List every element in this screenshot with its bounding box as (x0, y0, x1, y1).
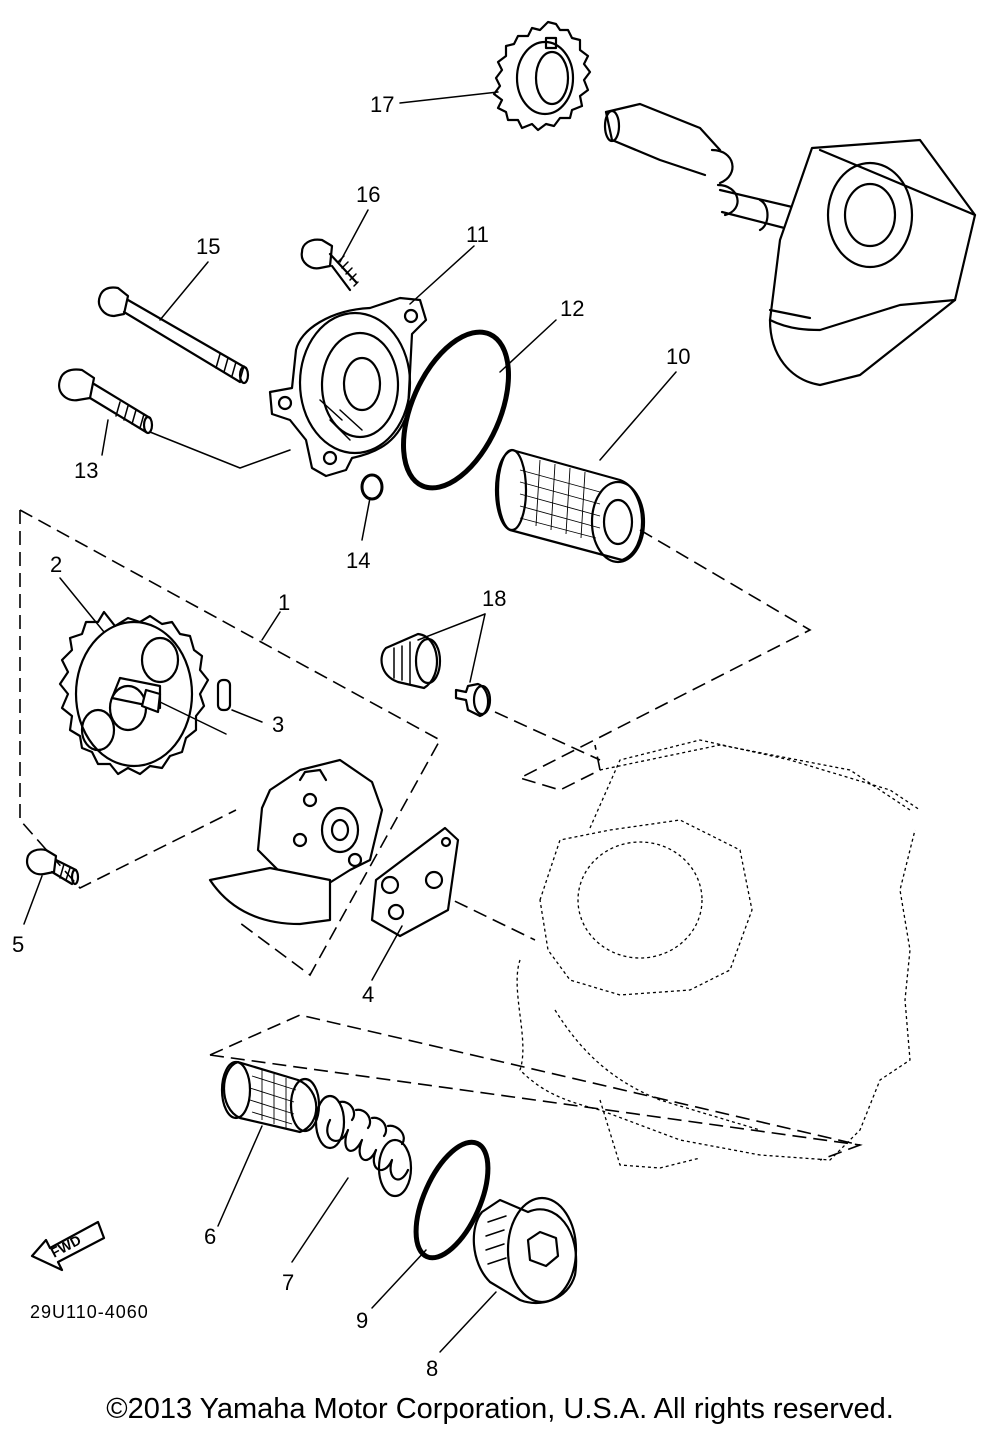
part-label-12: 12 (560, 296, 584, 321)
crankshaft-drawing (603, 102, 977, 387)
part-label-8: 8 (426, 1356, 438, 1381)
part-label-5: 5 (12, 932, 24, 957)
bolt-15 (97, 286, 250, 385)
spring-7 (314, 1094, 413, 1198)
part-label-14: 14 (346, 548, 370, 573)
o-ring-12 (401, 329, 511, 491)
part-label-13: 13 (74, 458, 98, 483)
part-label-18: 18 (482, 586, 506, 611)
part-label-17: 17 (370, 92, 394, 117)
reference-lines (19, 431, 863, 1161)
leader-lines (23, 91, 677, 1353)
fwd-arrow: FWD (30, 1220, 106, 1272)
oil-filter-element-10 (495, 448, 646, 564)
pin-3 (216, 678, 232, 712)
pump-body (208, 758, 384, 926)
o-ring-9 (413, 1139, 491, 1261)
part-label-16: 16 (356, 182, 380, 207)
bolt-16 (300, 238, 359, 292)
strainer-6 (220, 1060, 321, 1134)
pump-gear-2 (58, 610, 210, 776)
part-label-1: 1 (278, 590, 290, 615)
part-label-2: 2 (50, 552, 62, 577)
part-label-6: 6 (204, 1224, 216, 1249)
part-label-9: 9 (356, 1308, 368, 1333)
screw-5 (26, 848, 80, 886)
gasket-4 (370, 826, 460, 938)
part-label-10: 10 (666, 344, 690, 369)
bolt-13 (58, 368, 154, 435)
filter-cover-11 (268, 296, 428, 478)
plug-18 (380, 632, 492, 718)
crankcase-outline (516, 739, 921, 1169)
copyright-notice: ©2013 Yamaha Motor Corporation, U.S.A. A… (106, 1393, 894, 1425)
o-ring-14 (360, 473, 384, 501)
part-label-11: 11 (466, 222, 489, 247)
oil-pump-drive-gear-17 (492, 20, 592, 132)
part-label-15: 15 (196, 234, 220, 259)
diagram-code: 29U110-4060 (30, 1302, 149, 1322)
part-label-7: 7 (282, 1270, 294, 1295)
part-label-3: 3 (272, 712, 284, 737)
part-label-4: 4 (362, 982, 374, 1007)
drain-plug-8 (472, 1196, 578, 1305)
part-labels: 17 16 15 11 12 10 13 14 2 18 1 3 5 4 6 7… (12, 92, 690, 1381)
